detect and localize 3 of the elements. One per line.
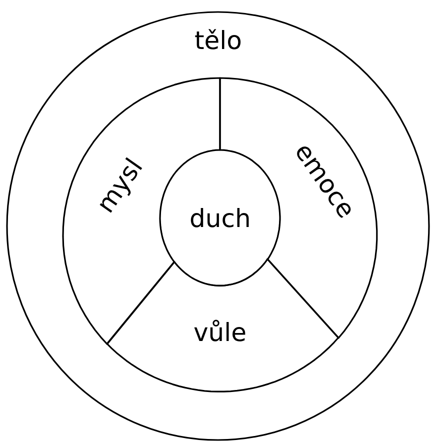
- segment-label: vůle: [193, 320, 246, 346]
- segment-label: tělo: [194, 28, 242, 52]
- segment-label: duch: [190, 206, 251, 230]
